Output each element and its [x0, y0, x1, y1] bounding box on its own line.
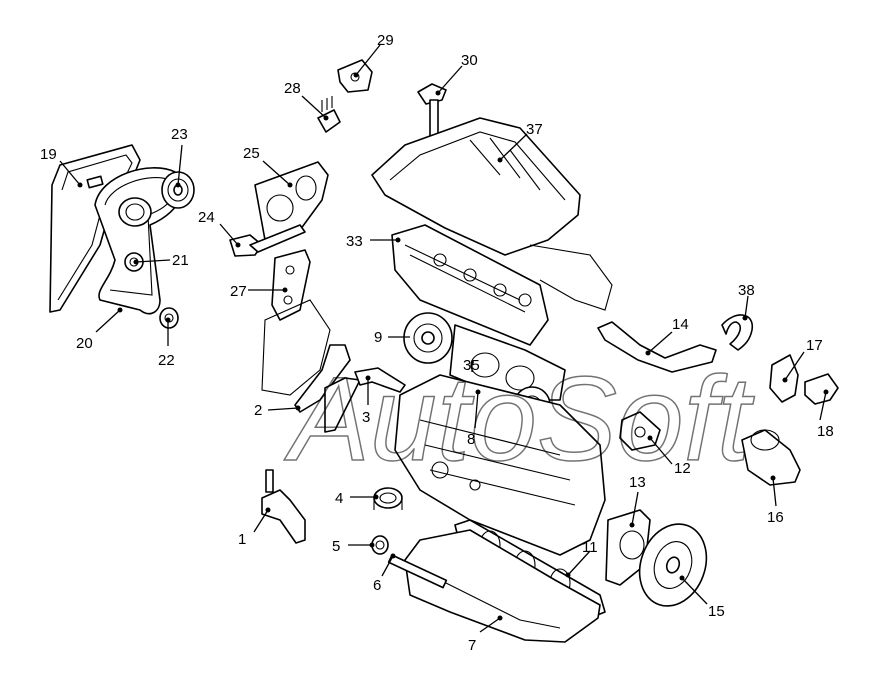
engine-block: [394, 374, 606, 556]
label-18: 18: [817, 423, 834, 440]
label-7: 7: [468, 637, 476, 654]
part-2-mount: [294, 344, 361, 433]
label-25: 25: [243, 145, 260, 162]
part-16-starter-motor: [741, 429, 801, 486]
rear-plate-outline: [261, 299, 331, 396]
part-23-camshaft-pulley: [161, 171, 195, 209]
part-33-camshaft-assembly: [391, 224, 549, 346]
label-22: 22: [158, 352, 175, 369]
part-4-oil-filter: [373, 487, 403, 510]
part-6-drain-bolt: [387, 554, 448, 589]
label-8: 8: [467, 431, 475, 448]
label-5: 5: [332, 538, 340, 555]
part-1-bracket: [261, 469, 306, 544]
cylinder-head-outline: [529, 244, 613, 311]
part-37-valve-cover: [371, 117, 581, 256]
label-6: 6: [373, 577, 381, 594]
label-13: 13: [629, 474, 646, 491]
part-7-oil-pan: [404, 529, 601, 643]
label-12: 12: [674, 460, 691, 477]
part-18-clip: [804, 373, 839, 405]
label-24: 24: [198, 209, 215, 226]
callout-labels: 1 2 3 4 5 6 7 8 11 12 13 14 15 16 17 18 …: [40, 32, 834, 654]
label-17: 17: [806, 337, 823, 354]
leader-lines: [59, 44, 829, 633]
label-4: 4: [335, 490, 343, 507]
part-3-bracket: [354, 367, 406, 393]
label-14: 14: [672, 316, 689, 333]
part-38-hose: [721, 314, 753, 351]
crankshaft-sprocket: [118, 197, 152, 227]
label-16: 16: [767, 509, 784, 526]
label-1: 1: [238, 531, 246, 548]
label-38: 38: [738, 282, 755, 299]
label-23: 23: [171, 126, 188, 143]
label-37: 37: [526, 121, 543, 138]
label-9: 9: [374, 329, 382, 346]
label-35: 35: [463, 357, 480, 374]
part-24-bracket: [229, 224, 306, 257]
part-35-head-gasket: [449, 324, 566, 401]
watermark: AutoSoft: [284, 352, 755, 486]
label-20: 20: [76, 335, 93, 352]
label-21: 21: [172, 252, 189, 269]
label-29: 29: [377, 32, 394, 49]
label-27: 27: [230, 283, 247, 300]
label-30: 30: [461, 52, 478, 69]
label-19: 19: [40, 146, 57, 163]
label-28: 28: [284, 80, 301, 97]
label-2: 2: [254, 402, 262, 419]
label-11: 11: [582, 539, 598, 556]
label-3: 3: [362, 409, 370, 426]
part-14-coolant-pipe: [597, 321, 717, 373]
label-33: 33: [346, 233, 363, 250]
part-27-mount-bracket: [271, 249, 311, 321]
label-15: 15: [708, 603, 725, 620]
part-9-gear: [403, 312, 453, 364]
